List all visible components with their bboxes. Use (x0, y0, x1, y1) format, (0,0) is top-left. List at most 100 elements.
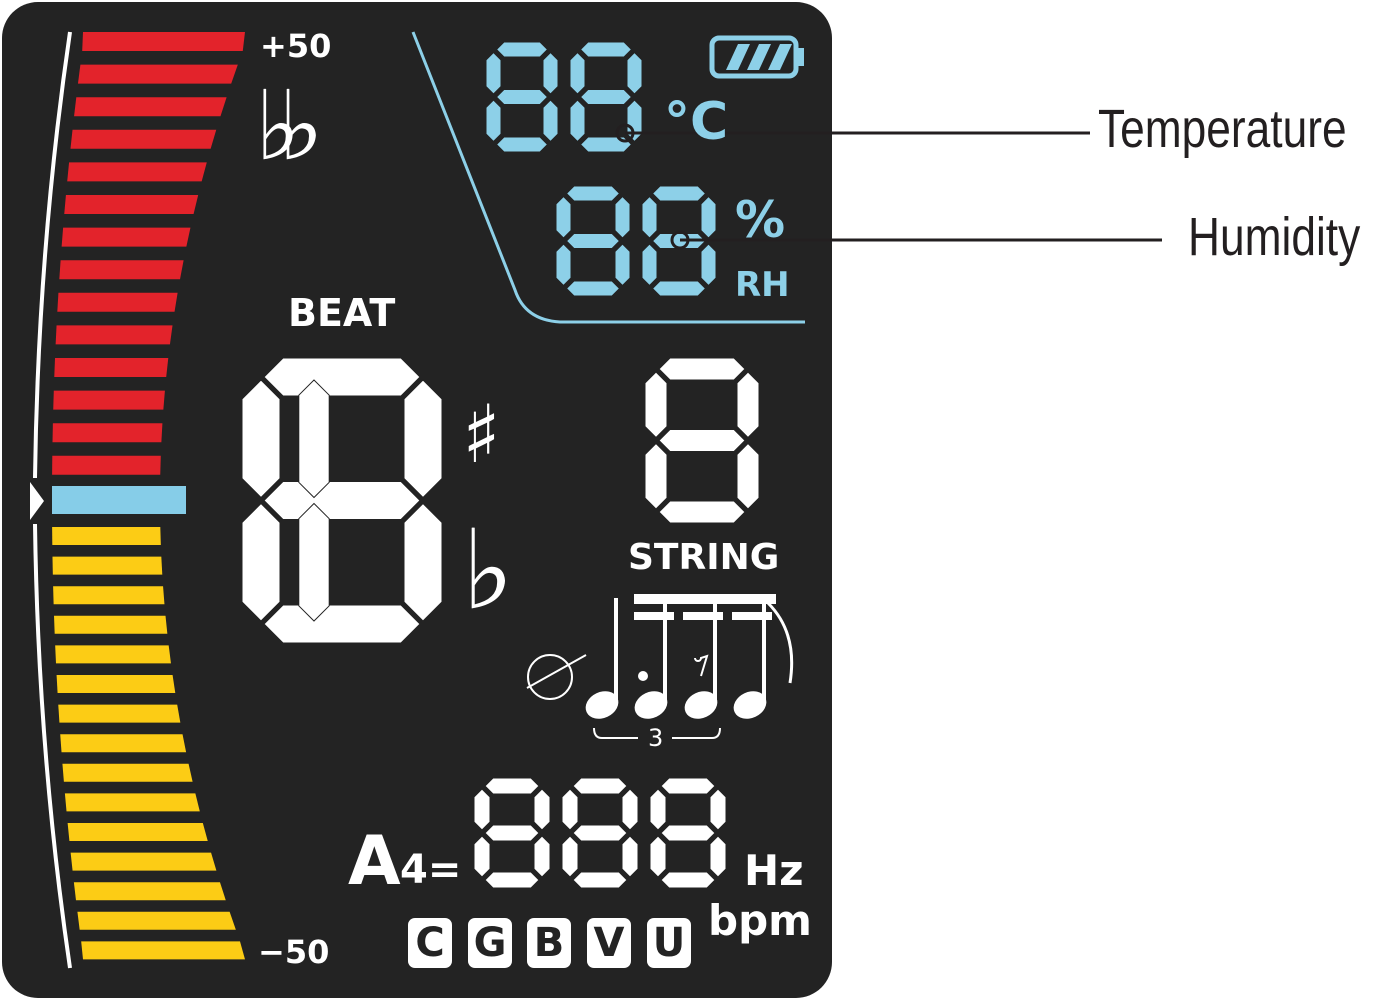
beat-note-digit-segment (403, 502, 443, 622)
key-u: U (647, 918, 691, 968)
key-c: C (408, 918, 452, 968)
metronome-face-line (526, 654, 587, 689)
frequency-digit-segment (533, 788, 551, 831)
frequency-digit-segment (572, 777, 628, 795)
note-flag (766, 601, 794, 684)
temperature-callout: Temperature (1098, 99, 1347, 159)
humidity-digit-segment (555, 243, 572, 287)
beat-note-digit-segment (298, 379, 330, 499)
note-head-icon (733, 691, 767, 719)
meter-yellow-segment (54, 615, 168, 634)
beat-note-digit-segment (263, 604, 421, 644)
meter-yellow-segment (53, 586, 165, 605)
beat-label: BEAT (288, 291, 396, 335)
battery-level-bar (768, 44, 792, 70)
meter-yellow-segment (58, 704, 181, 723)
frequency-digit-segment (561, 788, 579, 831)
meter-center-segment (52, 486, 186, 514)
dotted-note-dot (638, 671, 648, 681)
rh-label: RH (735, 265, 790, 305)
meter-red-segment (74, 97, 227, 117)
triplet-bracket (593, 727, 721, 739)
double-flat-icon: ♭♭ (255, 70, 323, 182)
meter-red-segment (70, 129, 217, 149)
note-beam (732, 612, 772, 620)
bpm-label: bpm (708, 896, 812, 945)
humidity-digit-segment (641, 243, 658, 287)
frequency-digit-segment (621, 835, 639, 878)
beat-note-digit-segment (241, 502, 281, 622)
frequency-digit-segment (709, 788, 727, 831)
temperature-digit-segment (485, 99, 502, 143)
frequency-digit-segment (484, 871, 540, 889)
note-beam (634, 594, 776, 604)
note-head-icon (684, 691, 718, 719)
humidity-callout: Humidity (1188, 207, 1361, 267)
frequency-digit-segment (660, 871, 716, 889)
percent-label: % (735, 191, 786, 249)
frequency-digit-segment (572, 824, 628, 842)
temperature-digit-segment (626, 99, 643, 143)
meter-red-segment (57, 292, 178, 312)
note-head-icon (634, 691, 668, 719)
humidity-digit-segment (700, 243, 717, 287)
frequency-digit-segment (660, 777, 716, 795)
meter-yellow-segment (64, 793, 200, 812)
frequency-digit-segment (621, 788, 639, 831)
a4-equals-label: 4= (400, 847, 462, 893)
humidity-digit-segment (565, 185, 621, 202)
temperature-callout-dot (615, 123, 635, 143)
note-head-icon (585, 691, 619, 719)
frequency-digit-segment (649, 788, 667, 831)
scale-top-label: +50 (260, 27, 332, 65)
humidity-digit-segment (614, 243, 631, 287)
temperature-digit-segment (579, 136, 633, 153)
meter-yellow-segment (73, 882, 226, 901)
humidity-digit-segment (700, 195, 717, 239)
temperature-digit-segment (542, 51, 559, 95)
meter-yellow-segment (67, 823, 208, 841)
beat-note-digit-segment (263, 357, 421, 397)
frequency-digit-segment (649, 835, 667, 878)
frequency-digit-segment (473, 835, 491, 878)
frequency-digit-segment (533, 835, 551, 878)
meter-red-segment (52, 455, 161, 475)
battery-tip (796, 48, 804, 66)
temperature-digit-segment (569, 99, 586, 143)
temperature-digit-segment (579, 89, 633, 105)
temperature-digit-segment (626, 51, 643, 95)
beat-note-digit-segment (241, 379, 281, 499)
string-digit-segment (658, 429, 746, 452)
string-label: STRING (628, 537, 780, 578)
battery-level-bar (726, 44, 750, 70)
sharp-icon: ♯ (462, 388, 501, 481)
temperature-digit-segment (542, 99, 559, 143)
string-digit-segment (658, 500, 746, 524)
meter-yellow-segment (62, 763, 193, 782)
key-v: V (587, 918, 631, 968)
metronome-face-icon (527, 654, 573, 700)
meter-red-segment (64, 195, 199, 214)
scale-bottom-label: −50 (258, 933, 330, 971)
humidity-digit-segment (651, 185, 707, 202)
meter-red-segment (54, 358, 169, 377)
meter-indicator-icon (30, 482, 44, 520)
frequency-digit-segment (561, 835, 579, 878)
environment-divider (411, 31, 805, 324)
rest-icon (694, 654, 709, 677)
meter-red-segment (53, 390, 165, 410)
meter-yellow-segment (77, 911, 236, 930)
meter-yellow-segment (60, 734, 187, 753)
humidity-digit-segment (651, 280, 707, 297)
meter-red-segment (55, 325, 173, 345)
frequency-digit-segment (709, 835, 727, 878)
meter-yellow-segment (52, 527, 161, 545)
meter-scale-line (33, 31, 72, 969)
frequency-digit-segment (484, 824, 540, 842)
string-digit-segment (644, 442, 668, 510)
key-g: G (468, 918, 512, 968)
battery-level-bar (747, 44, 771, 70)
frequency-digit-segment (572, 871, 628, 889)
key-b: B (527, 918, 571, 968)
